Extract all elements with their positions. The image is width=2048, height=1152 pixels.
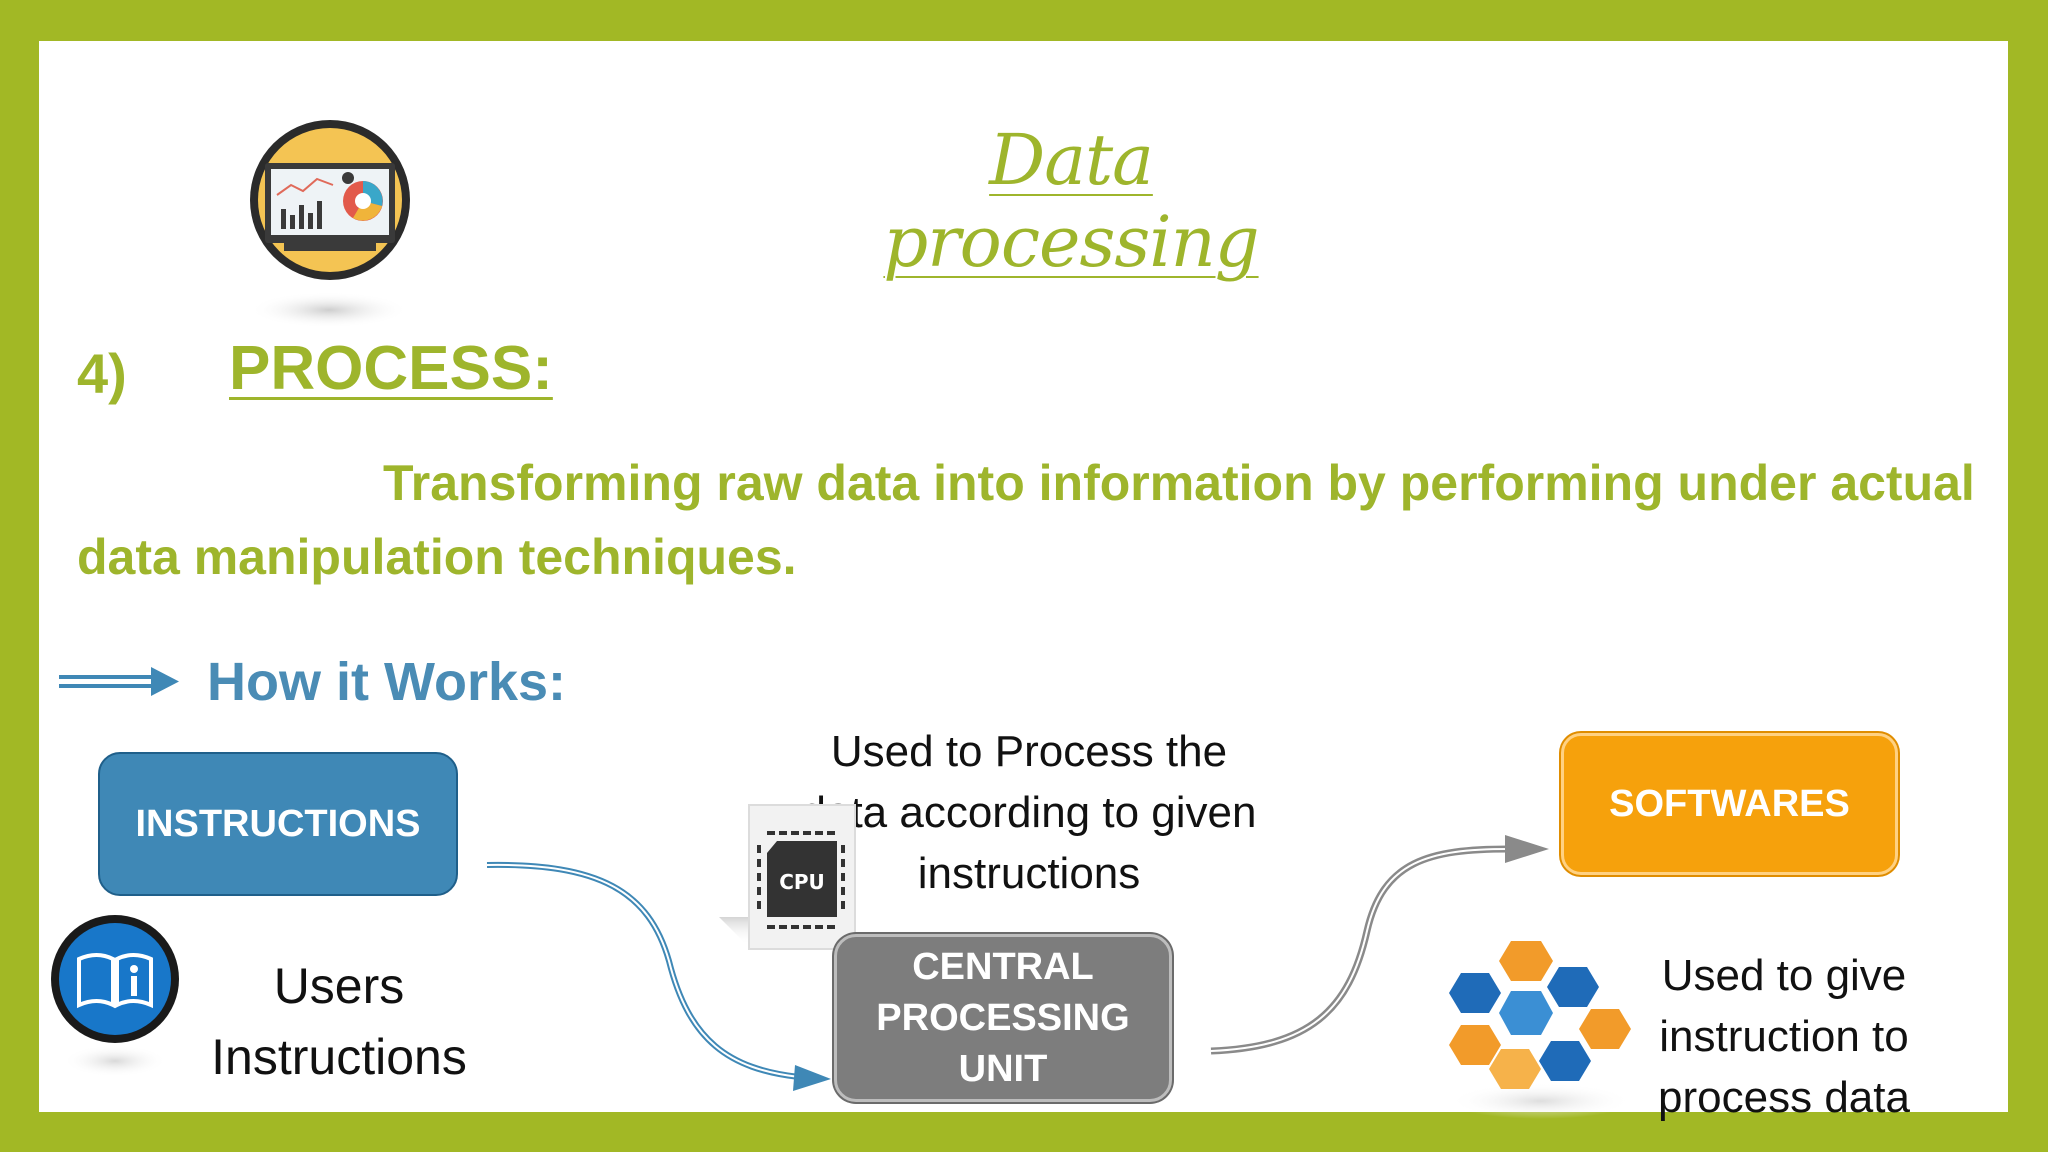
instructions-label: INSTRUCTIONS xyxy=(135,802,421,845)
info-book-icon xyxy=(51,915,179,1077)
cpu-box: CENTRAL PROCESSING UNIT xyxy=(834,934,1172,1102)
how-it-works-heading: How it Works: xyxy=(207,652,567,712)
cpu-caption: Used to Process the data according to gi… xyxy=(749,721,1309,904)
softwares-box: SOFTWARES xyxy=(1561,733,1898,875)
cpu-caption-line: Used to Process the xyxy=(830,727,1228,776)
section-heading: PROCESS: xyxy=(229,334,553,403)
hexagon-cluster-icon xyxy=(1449,941,1633,1119)
softwares-caption-line: Used to give xyxy=(1661,951,1907,1000)
instructions-box: INSTRUCTIONS xyxy=(98,752,458,896)
cpu-chip-label: CPU xyxy=(779,870,825,894)
cpu-label-line: CENTRAL xyxy=(912,945,1094,988)
instructions-caption-line: Instructions xyxy=(211,1029,467,1085)
connector-arrow-gray xyxy=(1210,835,1549,1055)
slide: Data processing 4) PROCESS: Transforming… xyxy=(39,41,2008,1122)
cpu-caption-line: data according to given xyxy=(801,788,1257,837)
softwares-caption: Used to give instruction to process data xyxy=(1599,945,1969,1128)
arrow-right-icon xyxy=(59,667,179,696)
cpu-caption-line: instructions xyxy=(917,849,1141,898)
connector-arrow-blue xyxy=(486,861,831,1091)
slide-title: Data processing xyxy=(883,119,1259,283)
cpu-label-line: UNIT xyxy=(958,1047,1048,1090)
instructions-caption-line: Users xyxy=(273,958,405,1014)
instructions-caption: Users Instructions xyxy=(189,951,489,1093)
softwares-caption-line: process data xyxy=(1658,1073,1910,1122)
cpu-chip-icon: CPU xyxy=(719,804,856,950)
section-number: 4) xyxy=(77,342,127,405)
softwares-caption-line: instruction to xyxy=(1659,1012,1909,1061)
softwares-label: SOFTWARES xyxy=(1609,782,1850,825)
section-description: Transforming raw data into information b… xyxy=(77,455,1975,585)
cpu-label-line: PROCESSING xyxy=(876,996,1130,1039)
monitor-chart-icon xyxy=(249,120,410,327)
